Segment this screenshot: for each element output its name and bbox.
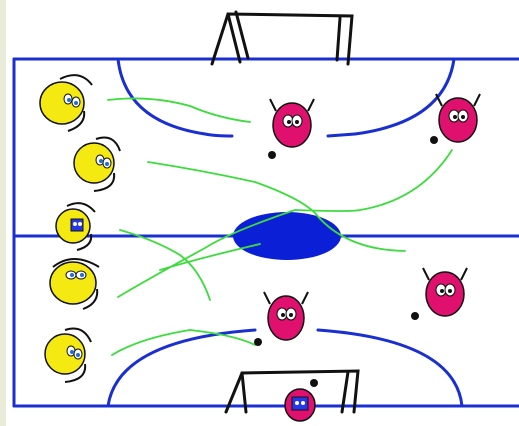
yellow-player-1 — [40, 75, 92, 131]
puck-icon — [430, 136, 438, 144]
yellow-player-3 — [56, 203, 95, 250]
puck-icon — [411, 312, 419, 320]
top-goal-icon — [212, 12, 352, 64]
puck-icon — [254, 338, 262, 346]
pink-player-3 — [254, 292, 308, 346]
puck-icon — [310, 379, 318, 387]
yellow-player-5 — [45, 329, 91, 383]
puck-icon — [268, 151, 276, 159]
left-edge-band — [0, 0, 6, 426]
team-yellow — [40, 75, 120, 382]
pink-player-2 — [430, 94, 480, 144]
pink-goalkeeper — [285, 379, 318, 421]
pink-player-4 — [411, 268, 467, 320]
bottom-goal-crease-arc — [108, 330, 462, 406]
center-puck-spot — [233, 212, 341, 260]
yellow-player-4 — [50, 259, 99, 309]
yellow-player-2 — [74, 138, 120, 192]
pink-player-1 — [268, 99, 314, 159]
